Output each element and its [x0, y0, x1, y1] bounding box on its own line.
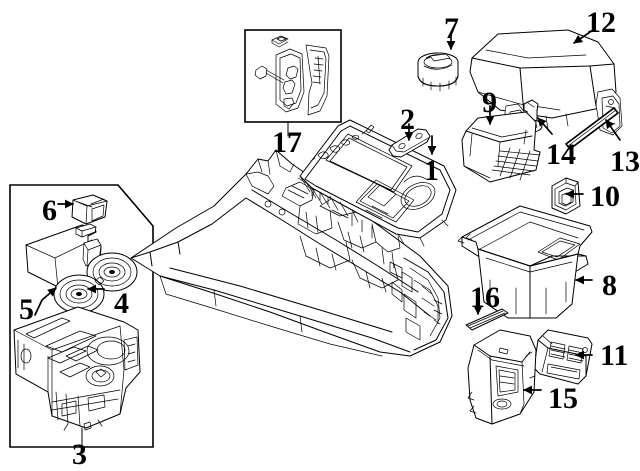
part-15-rear-trim-bezel — [467, 329, 537, 425]
part-5-side-cover-panel — [25, 223, 102, 289]
callout-15: 15 — [548, 382, 578, 415]
detail-box-upper-center — [244, 29, 342, 137]
callout-3: 3 — [72, 438, 87, 471]
callout-14: 14 — [546, 138, 576, 171]
part-13-hinge-rod — [565, 107, 619, 150]
callout-arrows — [34, 29, 621, 395]
part-8-storage-bin — [457, 205, 593, 319]
part-9-storage-tray-liner — [461, 111, 541, 183]
part-10-socket-cover — [551, 177, 581, 215]
callout-12: 12 — [586, 6, 616, 39]
part-4-cup-holder-rings — [53, 252, 138, 314]
part-11-rear-air-vent — [533, 329, 593, 385]
callout-4: 4 — [114, 287, 129, 320]
callout-11: 11 — [600, 339, 629, 372]
callout-17: 17 — [272, 126, 302, 159]
callout-13: 13 — [610, 145, 640, 178]
callout-6: 6 — [42, 194, 57, 227]
callout-5: 5 — [19, 293, 34, 326]
part-1-console-trim-panel — [299, 119, 457, 247]
callout-16: 16 — [470, 281, 500, 314]
detail-box-lower-left — [9, 184, 154, 448]
callout-2: 2 — [400, 103, 415, 136]
part-7-cup-holder-insert — [417, 52, 459, 92]
part-3-console-base-carrier — [13, 306, 141, 431]
part-16-filler-strip — [465, 308, 509, 331]
callout-9: 9 — [482, 86, 497, 119]
part-2-retaining-clip — [388, 128, 431, 158]
part-6-trim-cap — [71, 194, 108, 225]
callout-7: 7 — [444, 12, 459, 45]
callout-1: 1 — [424, 154, 439, 187]
callout-10: 10 — [590, 180, 620, 213]
callout-8: 8 — [602, 269, 617, 302]
